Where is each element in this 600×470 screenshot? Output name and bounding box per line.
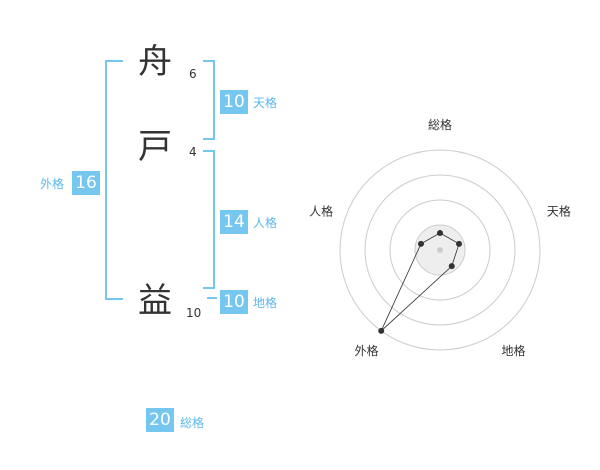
soukaku-label: 総格	[180, 416, 205, 430]
gaikaku-badge: 16	[72, 171, 100, 195]
radar-axis-label-0: 総格	[428, 117, 452, 132]
radar-point-2	[448, 263, 455, 270]
radar-point-3	[378, 327, 385, 334]
chikaku-label: 地格	[253, 296, 278, 310]
name-char-3: 益	[138, 281, 172, 321]
jinkaku-bracket	[203, 150, 215, 289]
radar-ring	[389, 199, 491, 301]
name-char-2: 戸	[138, 127, 172, 167]
name-char-1: 舟	[138, 42, 172, 82]
radar-rings	[339, 149, 541, 351]
stroke-count-3: 10	[186, 306, 202, 320]
radar-axis-label-4: 人格	[309, 203, 333, 218]
radar-ring	[339, 149, 541, 351]
radar-plot	[378, 230, 463, 334]
soukaku-badge: 20	[146, 408, 174, 432]
radar-center-dot	[437, 247, 443, 253]
gaikaku-bracket	[105, 60, 123, 300]
stroke-count-2: 4	[189, 145, 197, 159]
radar-ring	[364, 174, 516, 326]
radar-point-0	[437, 230, 443, 236]
stroke-count-1: 6	[189, 67, 197, 81]
gaikaku-label: 外格	[40, 177, 65, 191]
tenkaku-bracket	[203, 60, 215, 140]
jinkaku-label: 人格	[253, 216, 278, 230]
radar-ring	[414, 224, 466, 276]
radar-axis-label-2: 地格	[501, 343, 525, 358]
radar-point-1	[456, 240, 463, 247]
jinkaku-badge: 14	[220, 210, 248, 234]
radar-series-line	[380, 232, 460, 332]
tenkaku-badge: 10	[220, 90, 248, 114]
chikaku-connector	[207, 297, 217, 299]
radar-point-4	[417, 240, 424, 247]
tenkaku-label: 天格	[253, 96, 278, 110]
radar-axis-label-3: 外格	[355, 343, 379, 358]
radar-axis-label-1: 天格	[547, 203, 571, 218]
chikaku-badge: 10	[220, 290, 248, 314]
